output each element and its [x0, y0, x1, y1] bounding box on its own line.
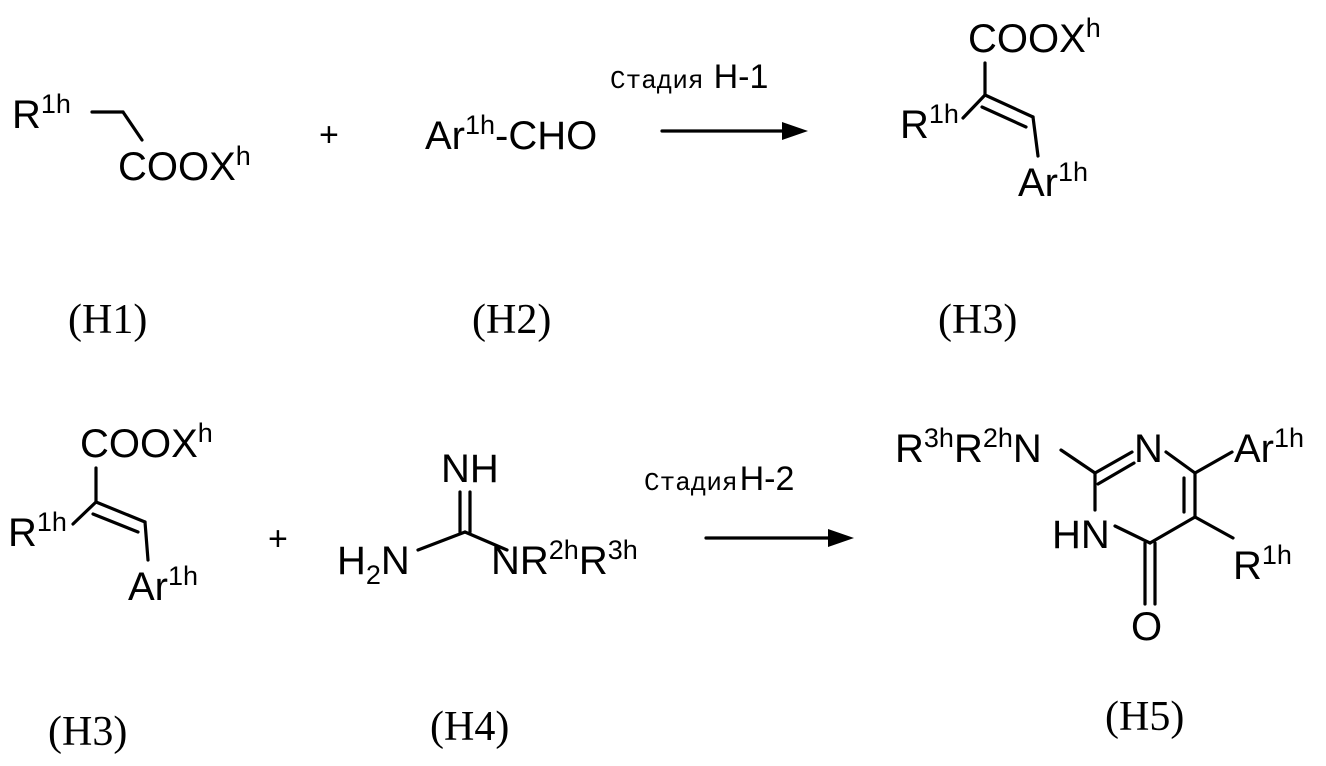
- h3b-bond-aryl: [145, 522, 148, 560]
- h3b-cooxh-label: COOXh: [80, 418, 213, 466]
- stage-label-h2: СтадияH-2: [644, 460, 794, 498]
- stage-label-h1: СтадияH-1: [610, 58, 768, 96]
- compound-label-h3-bottom: (H3): [48, 709, 127, 755]
- h5-double-bond-cn-b: [1098, 463, 1134, 484]
- h2-ar1h-cho-label: Ar1h-CHO: [425, 110, 597, 158]
- h3b-r1h-label: R1h: [8, 507, 67, 555]
- h5-r1h-label: R1h: [1233, 540, 1292, 588]
- compound-label-h3-top: (H3): [938, 297, 1017, 343]
- h5-bond-aryl: [1195, 452, 1232, 473]
- h3-bond-aryl: [1033, 117, 1038, 156]
- plus-sign-2: +: [268, 520, 288, 558]
- reaction-arrow-1-head: [782, 122, 808, 140]
- h1-r1h-label: R1h: [12, 89, 71, 137]
- h3-cooxh-label: COOXh: [968, 13, 1101, 61]
- h5-hn-label: HN: [1052, 513, 1110, 557]
- h4-bond-nh2: [418, 532, 465, 550]
- h4-h2n-label: H2N: [337, 539, 410, 590]
- compound-h3-structure-bottom: COOXh R1h Ar1h: [8, 418, 213, 609]
- h5-bond-n-c6: [1166, 452, 1195, 473]
- plus-sign-1: +: [319, 116, 339, 154]
- compound-h5-structure: R3hR2hN N Ar1h HN R1h O: [895, 423, 1304, 649]
- h5-bond-c4-nh: [1115, 526, 1150, 543]
- h4-nh-label: NH: [441, 447, 499, 491]
- h5-carbonyl-o-label: O: [1131, 605, 1162, 649]
- compound-h3-structure-top: COOXh R1h Ar1h: [900, 13, 1101, 205]
- compound-label-h4: (H4): [430, 704, 509, 750]
- h5-double-bond-cn-a: [1095, 452, 1132, 473]
- h4-nr2hr3h-label: NR2hR3h: [491, 535, 638, 583]
- compound-h1-structure: R1h COOXh: [12, 89, 251, 189]
- reaction-arrow-2-head: [828, 529, 854, 547]
- h3b-ar1h-label: Ar1h: [128, 561, 198, 609]
- compound-label-h1: (H1): [68, 297, 147, 343]
- h5-bond-r1h: [1195, 517, 1233, 538]
- h5-bond-amino: [1061, 450, 1095, 473]
- h1-cooxh-label: COOXh: [118, 141, 251, 189]
- compound-label-h5: (H5): [1105, 694, 1184, 740]
- h5-r3hr2hn-label: R3hR2hN: [895, 423, 1042, 471]
- h5-ar1h-label: Ar1h: [1234, 423, 1304, 471]
- compound-h4-structure: NH H2N NR2hR3h: [337, 447, 638, 590]
- h3-ar1h-label: Ar1h: [1018, 157, 1088, 205]
- h5-bond-c5-c4: [1150, 517, 1195, 543]
- h3-r1h-label: R1h: [900, 99, 959, 147]
- h1-bond-2: [123, 112, 142, 140]
- h5-ring-n-label: N: [1134, 427, 1163, 471]
- h3-double-bond-a: [985, 95, 1033, 117]
- compound-label-h2: (H2): [472, 297, 551, 343]
